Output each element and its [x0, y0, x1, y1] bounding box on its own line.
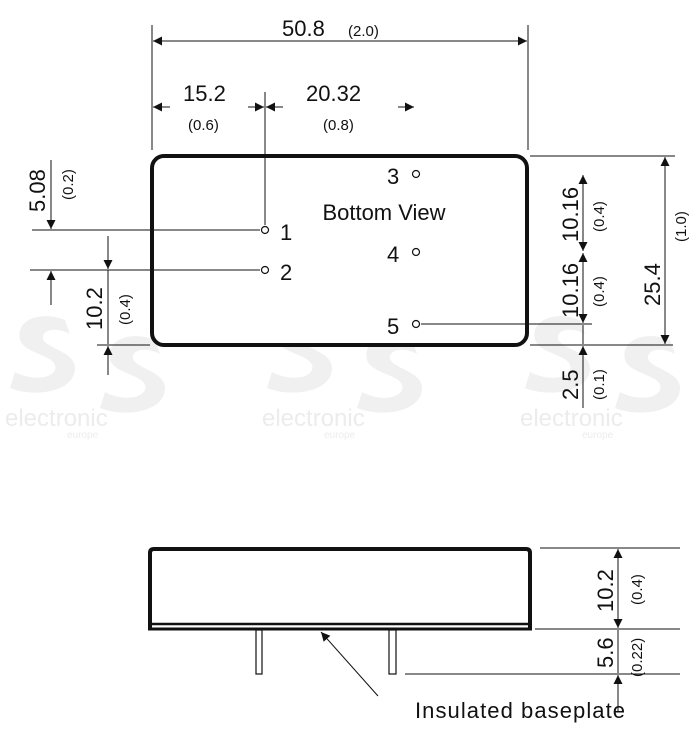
pin-label-1: 1 [280, 220, 292, 245]
svg-text:(0.4): (0.4) [591, 201, 608, 232]
dim-pin45: 10.16 [558, 263, 583, 318]
dimension-pin12-spacing: 5.08 (0.2) [25, 160, 77, 305]
dim-pin5-edge: 2.5 [558, 369, 583, 400]
baseplate-leader-arrow [320, 631, 379, 697]
module-body-bottom-view [150, 154, 529, 347]
svg-text:(0.22): (0.22) [629, 638, 646, 677]
svg-text:europe: europe [324, 430, 356, 441]
pin-2 [260, 265, 270, 275]
pin-label-2: 2 [280, 260, 292, 285]
pin-label-3: 3 [387, 164, 399, 189]
pin-1 [260, 225, 270, 235]
dimension-height: 25.4 (1.0) [640, 157, 690, 344]
dimension-pin-offset: 15.2 (0.6) [153, 81, 264, 134]
dim-pin34: 10.16 [558, 187, 583, 242]
svg-text:(2.0): (2.0) [348, 23, 379, 40]
svg-text:europe: europe [582, 430, 614, 441]
pin-label-4: 4 [387, 242, 399, 267]
svg-text:20.32: 20.32 [306, 81, 361, 106]
svg-text:(0.6): (0.6) [188, 117, 219, 134]
baseplate-callout: Insulated baseplate [415, 698, 625, 723]
svg-text:50.8: 50.8 [282, 16, 325, 41]
svg-text:electronic: electronic [5, 405, 108, 432]
svg-text:(0.4): (0.4) [117, 294, 134, 325]
svg-text:25.4: 25.4 [640, 263, 665, 306]
extension-lines [30, 25, 675, 346]
side-pin-right [388, 629, 397, 675]
watermark-logo: electronic europe electronic europe elec… [5, 316, 680, 441]
bottom-view-label: Bottom View [322, 200, 445, 225]
svg-text:10.2: 10.2 [82, 287, 107, 330]
svg-text:(0.8): (0.8) [323, 117, 354, 134]
dim-pin-length: 5.6 [593, 637, 618, 668]
svg-text:5.08: 5.08 [25, 169, 50, 212]
side-view: 10.2 (0.4) 5.6 (0.22) Insulated baseplat… [148, 547, 680, 723]
module-body-side-view [148, 547, 532, 630]
pin-label-5: 5 [387, 314, 399, 339]
dimension-pin-spacing: 20.32 (0.8) [266, 81, 414, 134]
dim-body-height: 10.2 [593, 569, 618, 612]
dimension-right-chain: 10.16 (0.4) 10.16 (0.4) 2.5 (0.1) [558, 175, 608, 408]
pins: 1 2 3 4 5 [260, 164, 421, 339]
dimension-width: 50.8 (2.0) [153, 16, 527, 46]
dimension-pin2-edge: 10.2 (0.4) [82, 236, 134, 375]
svg-text:europe: europe [67, 430, 99, 441]
side-pin-left [255, 629, 263, 675]
svg-text:15.2: 15.2 [183, 81, 226, 106]
svg-text:(0.4): (0.4) [629, 574, 646, 605]
pin-5 [411, 319, 421, 329]
svg-text:(0.2): (0.2) [60, 169, 77, 200]
pin-4 [411, 247, 421, 257]
svg-text:(0.1): (0.1) [591, 369, 608, 400]
svg-text:electronic: electronic [520, 405, 623, 432]
svg-text:(0.4): (0.4) [591, 276, 608, 307]
svg-text:electronic: electronic [262, 405, 365, 432]
svg-text:(1.0): (1.0) [673, 211, 690, 242]
pin-3 [411, 169, 421, 179]
